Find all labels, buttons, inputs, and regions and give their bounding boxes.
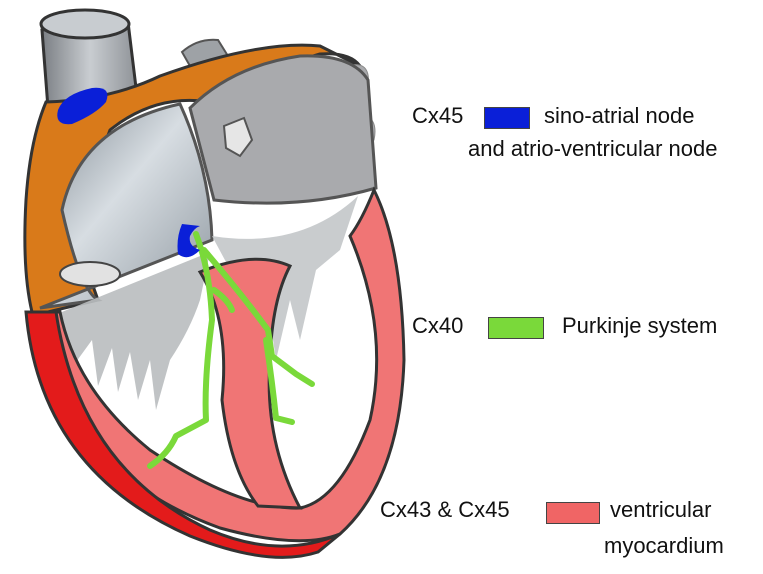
legend-cx43-label-line1: ventricular (610, 497, 711, 523)
legend-cx40-connexin: Cx40 (412, 313, 463, 339)
legend-cx45-label-line2: and atrio-ventricular node (468, 136, 717, 162)
legend-cx43-swatch (546, 502, 600, 524)
legend-cx40-label: Purkinje system (562, 313, 717, 339)
legend-cx45-connexin: Cx45 (412, 103, 463, 129)
legend-cx45-swatch (484, 107, 530, 129)
tricuspid-opening (60, 262, 120, 286)
legend-cx43-label-line2: myocardium (604, 533, 724, 559)
legend-cx40-swatch (488, 317, 544, 339)
legend-cx45-label-line1: sino-atrial node (544, 103, 694, 129)
legend-cx43-connexin: Cx43 & Cx45 (380, 497, 510, 523)
